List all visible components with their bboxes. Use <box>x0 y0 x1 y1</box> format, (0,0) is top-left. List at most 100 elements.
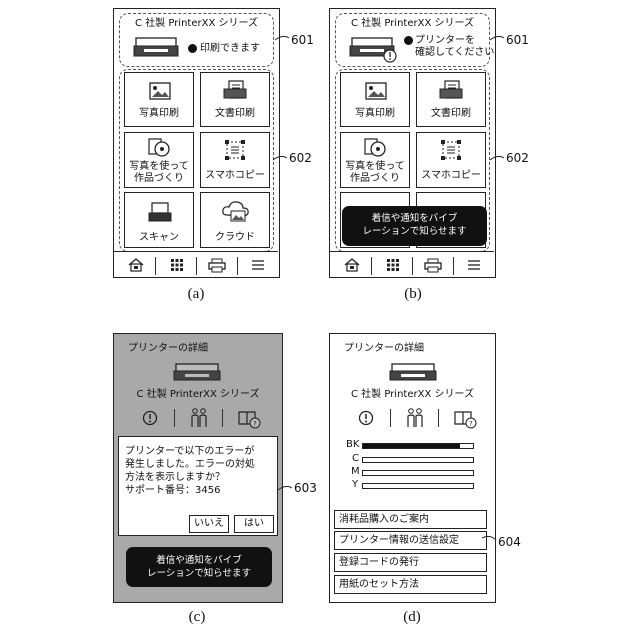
svg-text:?: ? <box>469 420 473 428</box>
disc-icon <box>147 138 171 158</box>
caption-b: (b) <box>393 287 433 302</box>
document-icon <box>439 80 463 102</box>
document-icon <box>223 80 247 102</box>
tile-smartphone-copy-label: スマホコピー <box>417 171 485 181</box>
ink-label-bk: BK <box>346 440 359 450</box>
status-dot <box>404 36 413 45</box>
printer-icon <box>174 362 220 382</box>
menu-icon[interactable] <box>252 260 264 270</box>
book-help-icon[interactable]: ? <box>238 410 262 430</box>
svg-text:?: ? <box>253 420 257 428</box>
panel-d-title: プリンターの詳細 <box>344 344 424 354</box>
panel-c-phone: プリンターの詳細 C 社製 PrinterXX シリーズ ? プリンターで以下の… <box>113 333 283 603</box>
panel-c-dialog-text: プリンターで以下のエラーが 発生しました。エラーの対処 方法を表示しますか？ サ… <box>125 445 255 497</box>
panel-a-bottom-nav <box>114 251 278 277</box>
panel-c-title: プリンターの詳細 <box>128 344 208 354</box>
ink-bar-c <box>362 457 474 463</box>
no-button[interactable]: いいえ <box>189 515 229 533</box>
ref-602-a: 602 <box>289 152 312 164</box>
tile-photo-craft-label: 写真を使って 作品づくり <box>341 161 409 185</box>
panel-c-vibration-toast: 着信や通知をバイブ レーションで知らせます <box>126 547 272 587</box>
printer-icon[interactable] <box>424 258 442 273</box>
ref-601-b: 601 <box>506 34 529 46</box>
people-icon[interactable] <box>190 408 208 428</box>
ref-602-b: 602 <box>506 152 529 164</box>
printer-icon <box>390 362 436 382</box>
ref-601-a: 601 <box>291 34 314 46</box>
panel-b-header: C 社製 PrinterXX シリーズ プリンターを 確認してください <box>335 13 490 67</box>
menu-printer-info-send[interactable]: プリンター情報の送信設定 <box>334 531 487 550</box>
ink-bar-m <box>362 470 474 476</box>
tile-document-print-label: 文書印刷 <box>417 109 485 119</box>
tile-photo-print[interactable]: 写真印刷 <box>340 72 410 127</box>
grid-icon[interactable] <box>387 259 399 271</box>
tile-photo-print[interactable]: 写真印刷 <box>124 72 194 127</box>
caption-a: (a) <box>176 287 216 302</box>
tile-photo-craft-label: 写真を使って 作品づくり <box>125 161 193 185</box>
photo-icon <box>149 82 171 100</box>
tile-document-print-label: 文書印刷 <box>201 109 269 119</box>
menu-supplies-purchase-label: 消耗品購入のご案内 <box>339 515 429 525</box>
panel-a-phone: C 社製 PrinterXX シリーズ 印刷できます 写真印刷 文書印刷 写真を… <box>113 8 280 278</box>
ref-604: 604 <box>498 536 521 548</box>
caption-d: (d) <box>392 610 432 625</box>
copy-frame-icon <box>439 139 463 161</box>
photo-icon <box>365 82 387 100</box>
tile-document-print[interactable]: 文書印刷 <box>200 72 270 127</box>
panel-c-model: C 社製 PrinterXX シリーズ <box>114 390 282 400</box>
copy-frame-icon <box>223 139 247 161</box>
home-icon[interactable] <box>128 258 144 272</box>
panel-b-bottom-nav <box>330 251 494 277</box>
cloud-icon <box>221 199 251 223</box>
tile-cloud[interactable]: クラウド <box>200 192 270 248</box>
tile-photo-craft[interactable]: 写真を使って 作品づくり <box>124 132 194 188</box>
tile-cloud-label: クラウド <box>201 233 269 243</box>
menu-registration-code[interactable]: 登録コードの発行 <box>334 553 487 572</box>
info-icon[interactable] <box>142 410 158 426</box>
printer-icon <box>350 36 398 64</box>
status-dot <box>188 44 197 53</box>
tile-scan[interactable]: スキャン <box>124 192 194 248</box>
book-help-icon[interactable]: ? <box>454 410 478 430</box>
menu-paper-setup[interactable]: 用紙のセット方法 <box>334 575 487 594</box>
tile-smartphone-copy[interactable]: スマホコピー <box>416 132 486 188</box>
menu-paper-setup-label: 用紙のセット方法 <box>339 580 419 590</box>
panel-c-error-dialog: プリンターで以下のエラーが 発生しました。エラーの対処 方法を表示しますか？ サ… <box>118 436 278 536</box>
ink-bar-y <box>362 483 474 489</box>
ink-label-c: C <box>352 454 359 464</box>
tile-document-print[interactable]: 文書印刷 <box>416 72 486 127</box>
disc-icon <box>363 138 387 158</box>
info-icon[interactable] <box>358 410 374 426</box>
grid-icon[interactable] <box>171 259 183 271</box>
panel-d-phone: プリンターの詳細 C 社製 PrinterXX シリーズ ? BK C M Y … <box>329 333 496 603</box>
tile-scan-label: スキャン <box>125 233 193 243</box>
ink-fill-bk <box>363 444 460 448</box>
panel-b-header-title: C 社製 PrinterXX シリーズ <box>336 19 489 29</box>
ink-bar-bk <box>362 443 474 449</box>
menu-printer-info-send-label: プリンター情報の送信設定 <box>339 536 459 546</box>
people-icon[interactable] <box>406 408 424 428</box>
ink-label-m: M <box>351 467 360 477</box>
printer-icon <box>134 36 178 58</box>
tile-smartphone-copy[interactable]: スマホコピー <box>200 132 270 188</box>
panel-a-status: 印刷できます <box>200 44 260 54</box>
panel-b-phone: C 社製 PrinterXX シリーズ プリンターを 確認してください 写真印刷… <box>329 8 496 278</box>
home-icon[interactable] <box>344 258 360 272</box>
caption-c: (c) <box>177 610 217 625</box>
ink-label-y: Y <box>352 480 358 490</box>
tile-photo-print-label: 写真印刷 <box>125 109 193 119</box>
tile-smartphone-copy-label: スマホコピー <box>201 171 269 181</box>
menu-supplies-purchase[interactable]: 消耗品購入のご案内 <box>334 510 487 529</box>
menu-registration-code-label: 登録コードの発行 <box>339 558 419 568</box>
scanner-icon <box>148 201 172 223</box>
menu-icon[interactable] <box>468 260 480 270</box>
tile-photo-craft[interactable]: 写真を使って 作品づくり <box>340 132 410 188</box>
printer-icon[interactable] <box>208 258 226 273</box>
panel-b-status: プリンターを 確認してください <box>415 35 494 59</box>
panel-a-header-title: C 社製 PrinterXX シリーズ <box>120 19 273 29</box>
ink-levels: BK C M Y <box>330 438 495 494</box>
panel-d-model: C 社製 PrinterXX シリーズ <box>330 390 495 400</box>
yes-button[interactable]: はい <box>234 515 274 533</box>
tile-photo-print-label: 写真印刷 <box>341 109 409 119</box>
panel-b-vibration-toast: 着信や通知をバイブ レーションで知らせます <box>342 206 487 246</box>
